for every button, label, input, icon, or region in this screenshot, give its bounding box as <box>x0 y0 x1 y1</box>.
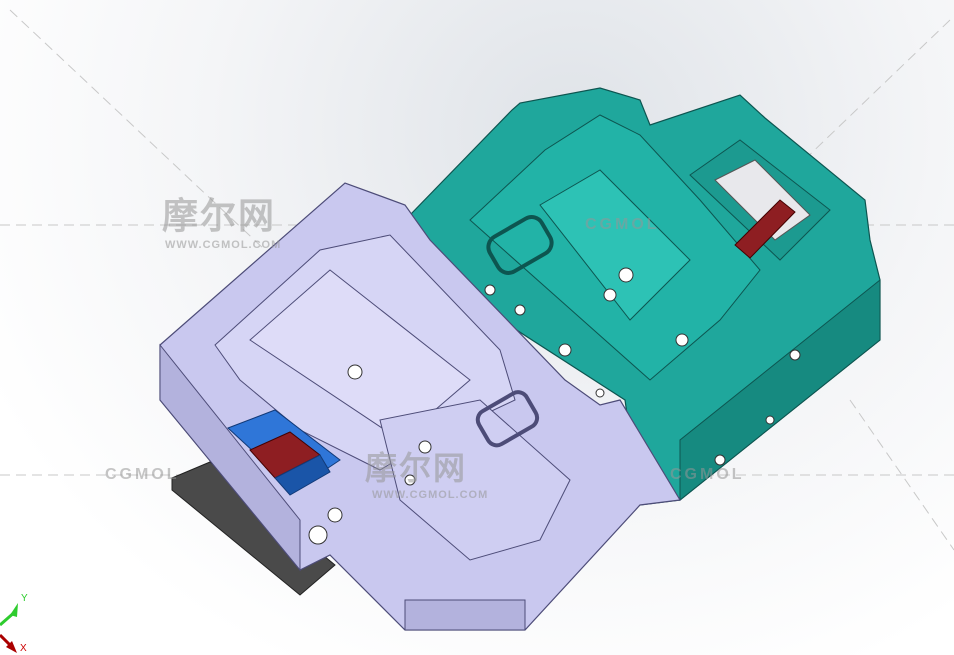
y-axis-arrowhead <box>10 603 18 617</box>
white-slider-insert <box>714 159 811 259</box>
lavender-front-face <box>404 599 526 631</box>
watermark-logo: 摩尔网 <box>162 195 277 236</box>
x-axis-arrowhead <box>6 641 17 653</box>
teal-gate-ring <box>486 215 554 275</box>
watermark-logo-center: 摩尔网 <box>365 450 468 486</box>
watermark-side-left: CGMOL <box>105 466 180 483</box>
y-axis-label: Y <box>21 593 28 604</box>
holes <box>308 267 801 545</box>
lavender-step <box>379 399 571 561</box>
watermark-side-right: CGMOL <box>670 466 745 483</box>
watermark-url-center: WWW.CGMOL.COM <box>372 489 489 501</box>
teal-pocket-floor <box>539 169 691 321</box>
axis-triad <box>0 603 18 653</box>
blue-slider-insert <box>227 409 341 496</box>
watermark-url: WWW.CGMOL.COM <box>165 239 282 251</box>
x-axis-label: X <box>20 643 27 654</box>
lavender-side-face <box>159 343 301 572</box>
lavender-gate-ring <box>475 390 540 448</box>
lavender-pocket-floor <box>249 269 471 441</box>
teal-side-face <box>679 278 881 502</box>
watermark-side-top: CGMOL <box>585 216 660 233</box>
